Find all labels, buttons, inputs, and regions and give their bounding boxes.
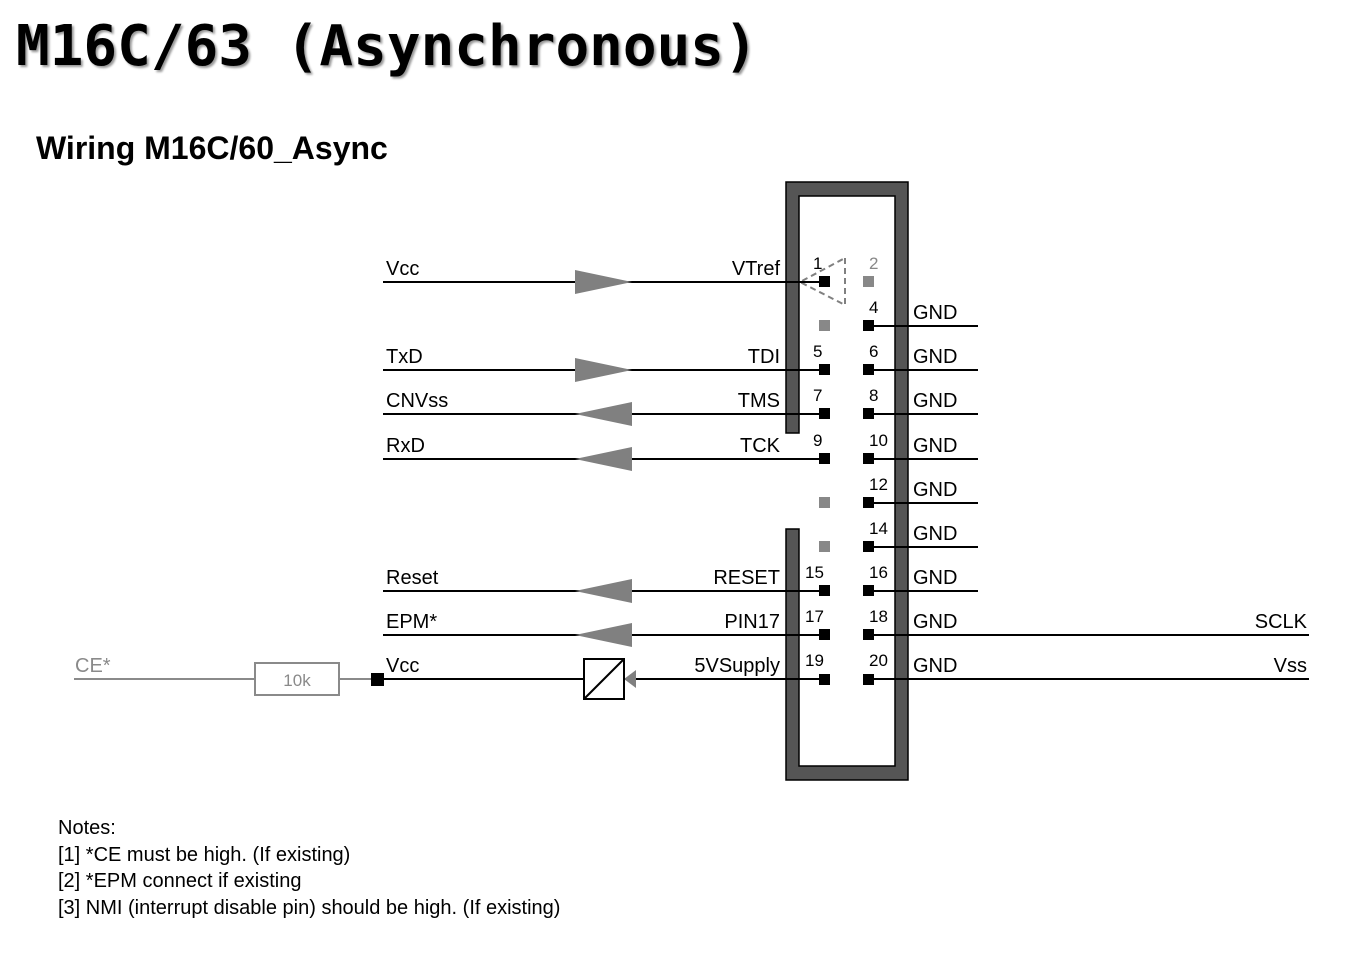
- target-label-rxd: RxD: [386, 435, 425, 457]
- gnd-label: GND: [913, 523, 957, 545]
- pin-number-14: 14: [869, 519, 888, 538]
- pin-14-pad: [863, 541, 874, 552]
- target-label-sclk: SCLK: [1255, 611, 1308, 633]
- arrow-left-icon: [575, 623, 632, 647]
- resistor-value: 10k: [283, 671, 311, 690]
- pin-4-pad: [863, 320, 874, 331]
- pin-number-12: 12: [869, 475, 888, 494]
- pin-number-6: 6: [869, 342, 878, 361]
- arrow-left-icon: [575, 579, 632, 603]
- arrow-right-icon: [575, 358, 632, 382]
- note-item: [1] *CE must be high. (If existing): [58, 843, 351, 866]
- pin-number-7: 7: [813, 386, 822, 405]
- pin-12-pad: [863, 497, 874, 508]
- pin-17-pad: [819, 629, 830, 640]
- target-label-vss: Vss: [1274, 655, 1307, 677]
- pin-15-pad: [819, 585, 830, 596]
- pin-8-pad: [863, 408, 874, 419]
- pin-number-1: 1: [813, 254, 822, 273]
- gnd-label: GND: [913, 346, 957, 368]
- pin-number-19: 19: [805, 651, 824, 670]
- arrow-left-icon: [575, 402, 632, 426]
- arrow-right-icon: [575, 270, 632, 294]
- pin-number-20: 20: [869, 651, 888, 670]
- gnd-label: GND: [913, 567, 957, 589]
- supply-converter-icon: [583, 658, 625, 700]
- pin-label-tdi: TDI: [748, 346, 780, 368]
- gnd-label: GND: [913, 435, 957, 457]
- pin-label-tck: TCK: [740, 435, 781, 457]
- pin-label-vtref: VTref: [732, 258, 781, 280]
- pin-number-5: 5: [813, 342, 822, 361]
- connector-housing: [785, 181, 909, 781]
- pin-number-2: 2: [869, 254, 878, 273]
- gnd-label: GND: [913, 611, 957, 633]
- direction-arrows: [575, 270, 636, 688]
- pin-label-reset: RESET: [713, 567, 780, 589]
- pin-1-pad: [819, 276, 830, 287]
- pin-10-pad: [863, 453, 874, 464]
- arrow-left-icon: [575, 447, 632, 471]
- pin-7-pad: [819, 408, 830, 419]
- diagram-subtitle: Wiring M16C/60_Async: [36, 130, 388, 166]
- right-target-labels: SCLK Vss: [1255, 611, 1308, 677]
- pin-number-8: 8: [869, 386, 878, 405]
- target-label-cnvss: CNVss: [386, 390, 448, 412]
- pin-20-pad: [863, 674, 874, 685]
- page-title: M16C/63 (Asynchronous): [16, 14, 758, 79]
- pin-9-pad: [819, 453, 830, 464]
- target-label-reset: Reset: [386, 567, 439, 589]
- gnd-labels: GND GND GND GND GND GND GND GND GND: [913, 302, 957, 677]
- pin-2-pad: [863, 276, 874, 287]
- notes: Notes: [1] *CE must be high. (If existin…: [58, 815, 560, 921]
- target-label-vcc: Vcc: [386, 258, 419, 280]
- note-item: [3] NMI (interrupt disable pin) should b…: [58, 896, 561, 919]
- pin-label-tms: TMS: [738, 390, 780, 412]
- junction-dot: [371, 673, 384, 686]
- pin-label-pin17: PIN17: [724, 611, 780, 633]
- gnd-label: GND: [913, 479, 957, 501]
- pin-number-4: 4: [869, 298, 878, 317]
- note-item: [2] *EPM connect if existing: [58, 870, 302, 892]
- ce-net-label: CE*: [75, 655, 111, 677]
- pin-label-5vsupply: 5VSupply: [694, 655, 780, 677]
- gnd-label: GND: [913, 390, 957, 412]
- pin-6-pad: [863, 364, 874, 375]
- target-label-epm: EPM*: [386, 611, 437, 633]
- pin-number-18: 18: [869, 607, 888, 626]
- pin-function-labels: VTref TDI TMS TCK RESET PIN17 5VSupply: [694, 258, 780, 677]
- pin-number-15: 15: [805, 563, 824, 582]
- pin-5-pad: [819, 364, 830, 375]
- pin-3-pad: [819, 320, 830, 331]
- gnd-label: GND: [913, 655, 957, 677]
- pin-19-pad: [819, 674, 830, 685]
- pin-number-9: 9: [813, 431, 822, 450]
- pin-16-pad: [863, 585, 874, 596]
- arrow-left-icon: [624, 670, 636, 688]
- pin-numbers: 1 2 4 5 6 7 8 9 10 12 14 15 16 17 18 19 …: [805, 254, 888, 670]
- target-label-txd: TxD: [386, 346, 423, 368]
- pin-pads: [819, 276, 874, 685]
- resistor-icon: [254, 662, 340, 696]
- pin-18-pad: [863, 629, 874, 640]
- pin-11-pad: [819, 497, 830, 508]
- pin-number-10: 10: [869, 431, 888, 450]
- pin1-marker: [797, 256, 846, 307]
- pin-number-16: 16: [869, 563, 888, 582]
- pullup-section: CE* 10k: [74, 655, 384, 696]
- target-label-vcc-supply: Vcc: [386, 655, 419, 677]
- pin-13-pad: [819, 541, 830, 552]
- right-wires: [869, 325, 1309, 680]
- gnd-label: GND: [913, 302, 957, 324]
- pin-number-17: 17: [805, 607, 824, 626]
- notes-header: Notes:: [58, 817, 116, 839]
- left-target-labels: Vcc TxD CNVss RxD Reset EPM* Vcc: [386, 258, 448, 677]
